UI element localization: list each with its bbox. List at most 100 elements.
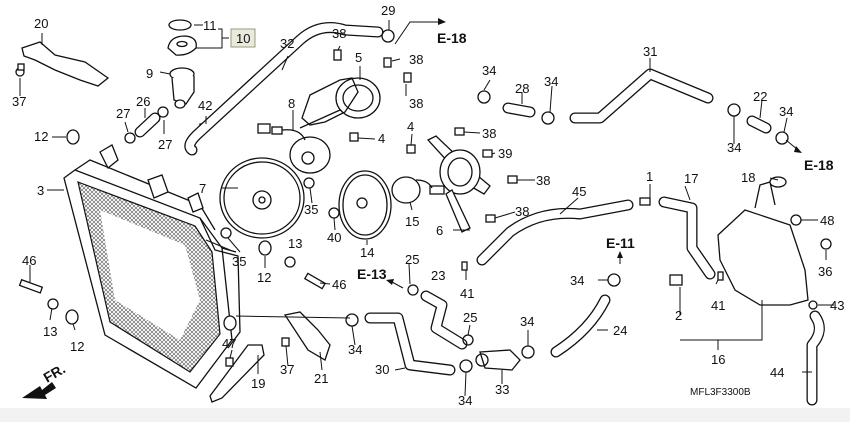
callout-39: 39 <box>498 146 512 161</box>
callout-34: 34 <box>520 314 534 329</box>
ref-e18-right[interactable]: E-18 <box>804 157 834 173</box>
clamp-34c <box>727 103 741 117</box>
callout-21: 21 <box>314 371 328 386</box>
callout-4: 4 <box>407 119 414 134</box>
callout-12: 12 <box>70 339 84 354</box>
callout-25: 25 <box>463 310 477 325</box>
callout-43: 43 <box>830 298 844 313</box>
fan-7 <box>219 157 305 239</box>
grommet-12-mid <box>258 240 272 256</box>
footer-strip <box>0 408 850 422</box>
callout-35: 35 <box>232 254 246 269</box>
callout-45: 45 <box>572 184 586 199</box>
ref-e18-top[interactable]: E-18 <box>437 30 467 46</box>
ref-e11[interactable]: E-11 <box>606 235 635 251</box>
clamp-34e <box>607 273 621 287</box>
pad-2 <box>669 274 683 286</box>
bolt-37-low <box>281 337 290 347</box>
nut-35a <box>303 177 315 189</box>
cap-seal-11 <box>168 19 192 31</box>
hose-44 <box>806 310 825 406</box>
callout-34: 34 <box>570 273 584 288</box>
callout-labels: 20 37 11 9 26 27 27 42 12 32 29 38 5 38 … <box>12 3 844 408</box>
radiator-upper-bracket <box>99 144 204 213</box>
callout-46: 46 <box>22 253 36 268</box>
callout-17: 17 <box>684 171 698 186</box>
clamp-34b <box>541 111 555 125</box>
callout-38: 38 <box>409 96 423 111</box>
callout-13: 13 <box>288 236 302 251</box>
callout-9: 9 <box>146 66 153 81</box>
fan-bracket-5 <box>299 77 381 129</box>
callout-23: 23 <box>431 268 445 283</box>
clamp-34h <box>521 345 535 359</box>
callout-28: 28 <box>515 81 529 96</box>
clip-41a <box>461 261 468 271</box>
fan-motor-8 <box>257 123 331 174</box>
callout-12: 12 <box>34 129 48 144</box>
callout-25: 25 <box>405 252 419 267</box>
callout-37: 37 <box>280 362 294 377</box>
pipe-33 <box>475 349 521 371</box>
bolt-37-top <box>15 63 25 77</box>
callout-32: 32 <box>280 36 294 51</box>
callout-38: 38 <box>482 126 496 141</box>
radiator-outlet <box>223 315 237 331</box>
callout-7: 7 <box>199 181 206 196</box>
drawing-code: MFL3F3300B <box>690 387 751 398</box>
bolt-36 <box>820 238 832 250</box>
nut-40 <box>328 207 340 219</box>
clamp-34d <box>775 131 789 145</box>
hose-24 <box>550 294 611 358</box>
hose-30 <box>364 312 456 376</box>
front-arrow-icon <box>22 382 56 399</box>
callout-20: 20 <box>34 16 48 31</box>
diagram-canvas: 10 E-18 E-18 E-13 E-11 20 37 11 9 26 27 … <box>12 3 844 408</box>
clamp-34a <box>477 90 491 104</box>
ref-e13[interactable]: E-13 <box>357 266 387 282</box>
callout-34: 34 <box>482 63 496 78</box>
callout-8: 8 <box>288 96 295 111</box>
callout-34: 34 <box>544 74 558 89</box>
callout-34: 34 <box>727 140 741 155</box>
collar-13a <box>284 256 296 268</box>
callout-19: 19 <box>251 376 265 391</box>
callout-29: 29 <box>381 3 395 18</box>
bolt-46a <box>18 278 44 294</box>
callout-18: 18 <box>741 170 755 185</box>
stay-19 <box>209 344 265 403</box>
fan-bracket-6 <box>426 135 491 233</box>
clip-41b <box>717 271 724 281</box>
callout-42: 42 <box>198 98 212 113</box>
clip-43 <box>808 300 818 310</box>
grommet-12-low <box>65 309 79 325</box>
bolt-46b <box>303 272 327 290</box>
hose-22 <box>746 115 772 134</box>
callout-4: 4 <box>378 131 385 146</box>
clamp-27b <box>157 106 169 118</box>
callout-15: 15 <box>405 214 419 229</box>
callout-34: 34 <box>779 104 793 119</box>
callout-40: 40 <box>327 230 341 245</box>
bracket-20 <box>21 41 110 87</box>
filler-neck-9 <box>169 67 195 109</box>
fan-14 <box>338 170 392 240</box>
clamp-27a <box>124 132 136 144</box>
callout-41: 41 <box>460 286 474 301</box>
callout-33: 33 <box>495 382 509 397</box>
bolt-48 <box>790 214 802 226</box>
hose-28 <box>502 102 536 118</box>
radiator[interactable] <box>63 159 241 389</box>
callout-30: 30 <box>375 362 389 377</box>
callout-12: 12 <box>257 270 271 285</box>
hose-45 <box>476 199 634 266</box>
clamp-34g <box>459 359 473 373</box>
callout-38: 38 <box>515 204 529 219</box>
assembly-box-10[interactable] <box>230 28 256 48</box>
callout-26: 26 <box>136 94 150 109</box>
callout-22: 22 <box>753 89 767 104</box>
callout-41: 41 <box>711 298 725 313</box>
clamp-25a <box>407 284 419 296</box>
callout-24: 24 <box>613 323 627 338</box>
callout-16: 16 <box>711 352 725 367</box>
